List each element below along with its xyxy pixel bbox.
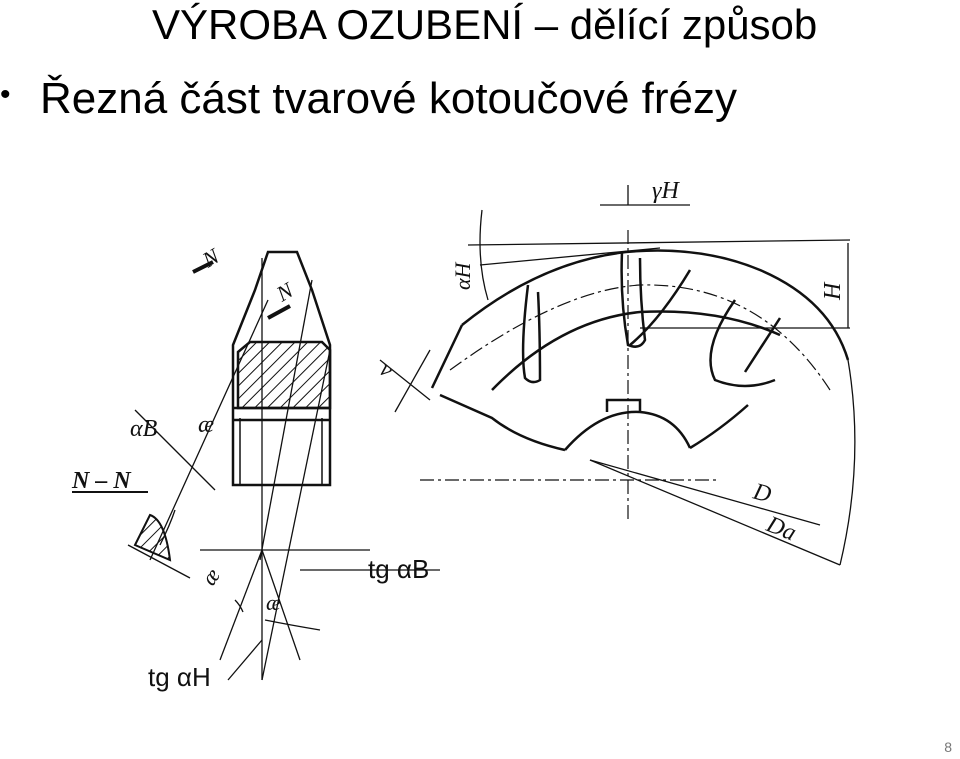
- alpha-b-label: αB: [130, 416, 158, 442]
- slide-title: VÝROBA OZUBENÍ – dělící způsob: [152, 1, 818, 48]
- page-number: 8: [944, 739, 952, 755]
- gamma-h-label: γH: [652, 178, 680, 204]
- bullet-item: • Řezná část tvarové kotoučové frézy: [0, 72, 737, 128]
- da-label: Da: [762, 511, 800, 546]
- pitch-lines: [420, 230, 831, 520]
- kappa-bottom-label: æ: [266, 590, 281, 615]
- alpha-h-label: αH: [450, 261, 475, 290]
- section-marks: [192, 260, 291, 320]
- h-dimension-label: H: [820, 281, 846, 301]
- milling-cutter-drawing: N N N – N αB æ æ æ tg αB tg αH: [71, 178, 856, 692]
- d-label: D: [749, 478, 773, 508]
- section-nn-label: N – N: [71, 468, 132, 494]
- kappa-top-label: æ: [198, 412, 214, 438]
- bullet-dot-icon: •: [0, 78, 11, 112]
- v-label: v: [375, 357, 399, 383]
- cutter-disc: [430, 249, 850, 452]
- bullet-text: Řezná část tvarové kotoučové frézy: [40, 74, 737, 123]
- construction-lines-right: [379, 185, 856, 566]
- tg-alpha-b-label: tg αB: [368, 554, 429, 584]
- tg-alpha-h-label: tg αH: [148, 662, 211, 692]
- kappa-left-label: æ: [196, 563, 225, 590]
- section-nn-hatched: [133, 513, 172, 562]
